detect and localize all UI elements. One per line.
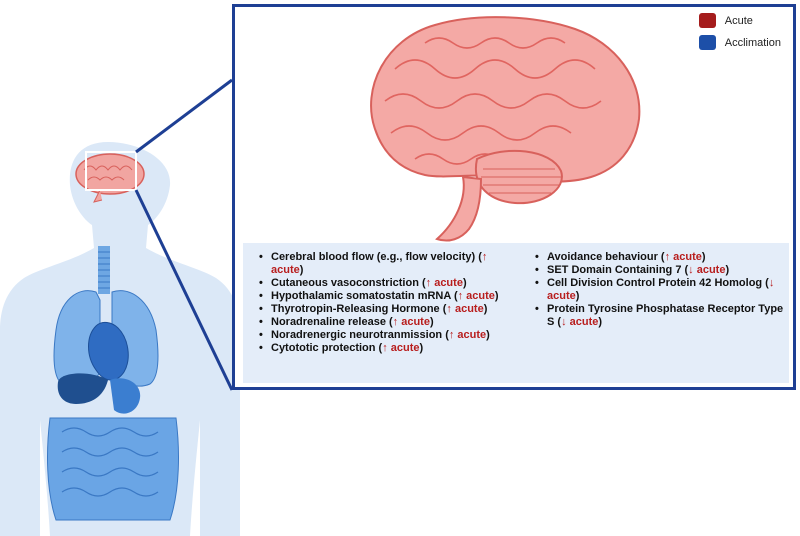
legend: Acute Acclimation	[699, 13, 781, 57]
legend-label-acute: Acute	[725, 15, 753, 27]
effect-item: Thyrotropin-Releasing Hormone (↑ acute)	[271, 303, 521, 316]
effect-item: Noradrenergic neurotranmission (↑ acute)	[271, 329, 521, 342]
effect-item: Cytototic protection (↑ acute)	[271, 342, 521, 355]
legend-item-acclimation: Acclimation	[699, 35, 781, 50]
effect-item: Avoidance behaviour (↑ acute)	[547, 251, 785, 264]
effect-item: Cutaneous vasoconstriction (↑ acute)	[271, 277, 521, 290]
effect-item: Cerebral blood flow (e.g., flow velocity…	[271, 251, 521, 277]
effect-item: SET Domain Containing 7 (↓ acute)	[547, 264, 785, 277]
brain-stem	[437, 177, 481, 241]
zoom-panel: Acute Acclimation Cerebral blood flow (e…	[232, 4, 796, 390]
effect-item: Noradrenaline release (↑ acute)	[271, 316, 521, 329]
legend-item-acute: Acute	[699, 13, 781, 28]
legend-swatch-acute	[699, 13, 716, 28]
effect-item: Protein Tyrosine Phosphatase Receptor Ty…	[547, 303, 785, 329]
effects-list-box: Cerebral blood flow (e.g., flow velocity…	[243, 243, 789, 383]
brain-illustration	[355, 9, 655, 245]
effect-item: Hypothalamic somatostatin mRNA (↑ acute)	[271, 290, 521, 303]
effects-column-1: Cerebral blood flow (e.g., flow velocity…	[255, 251, 521, 355]
effects-column-2: Avoidance behaviour (↑ acute) SET Domain…	[531, 251, 785, 329]
legend-label-acclimation: Acclimation	[725, 37, 781, 49]
effect-item: Cell Division Control Protein 42 Homolog…	[547, 277, 785, 303]
legend-swatch-acclimation	[699, 35, 716, 50]
